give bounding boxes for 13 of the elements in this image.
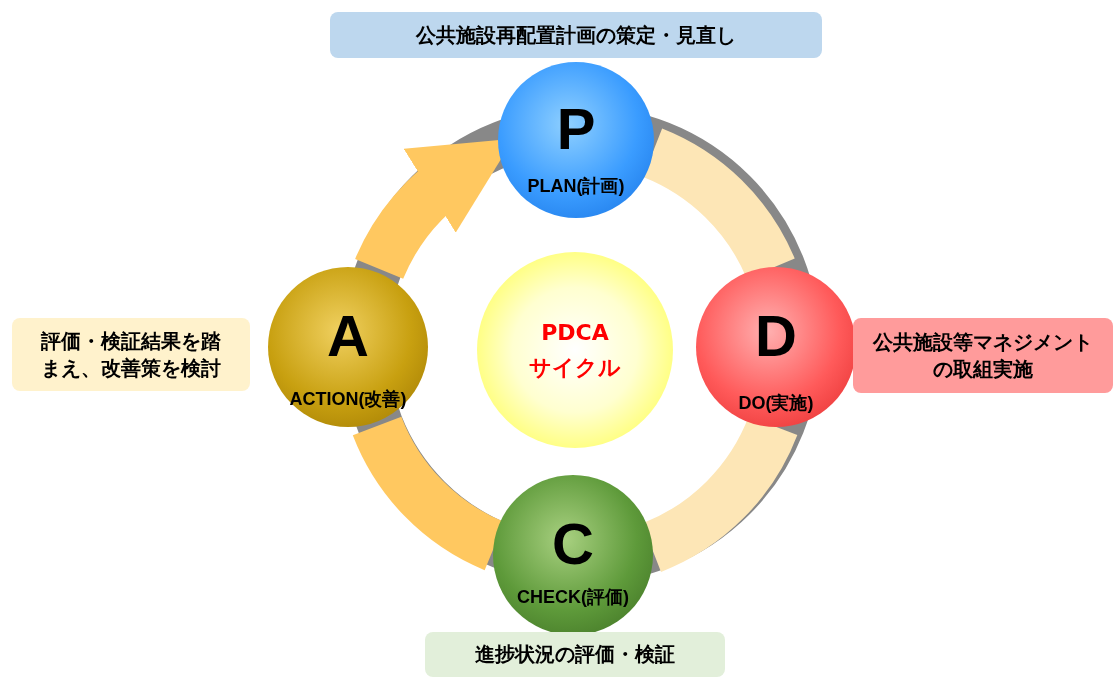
phase-letter: D: [755, 307, 797, 365]
description-box: 公共施設等マネジメントの取組実施: [853, 318, 1113, 393]
phase-label: CHECK(評価): [517, 586, 629, 609]
phase-label: PLAN(計画): [527, 175, 625, 198]
phase-label: ACTION(改善): [289, 388, 407, 411]
phase-label: DO(実施): [738, 392, 814, 415]
phase-letter: C: [552, 515, 594, 573]
description-box: 評価・検証結果を踏まえ、改善策を検討: [12, 318, 250, 391]
description-box: 進捗状況の評価・検証: [425, 632, 725, 677]
phase-letter: P: [556, 100, 596, 158]
description-box: 公共施設再配置計画の策定・見直し: [330, 12, 822, 58]
cycle-label: PDCA サイクル: [528, 318, 622, 382]
phase-letter: A: [327, 307, 369, 365]
